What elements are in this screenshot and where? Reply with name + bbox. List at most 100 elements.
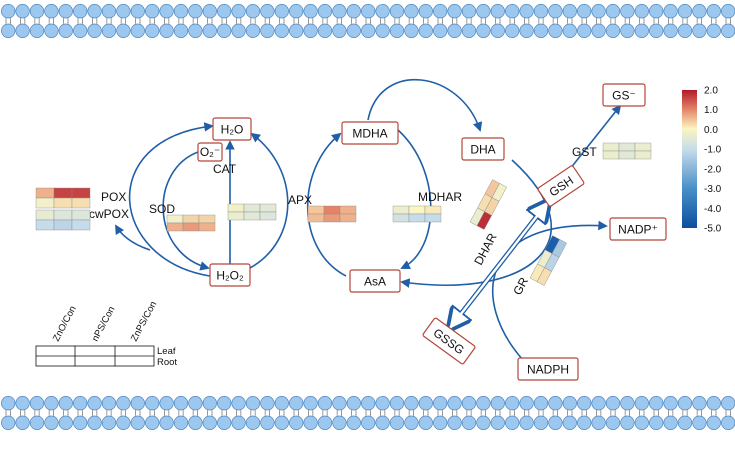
enzyme-label-cat: CAT: [213, 162, 237, 176]
apx-arrow-left: [249, 132, 289, 269]
enzyme-label-pox: POX: [101, 190, 126, 204]
heatmap-cell-mdhar-1-0: [392, 213, 410, 223]
color-scale-tick: 0.0: [704, 125, 718, 136]
enzyme-label-cwpox: cwPOX: [89, 207, 129, 221]
heatmap-cell-cwpox-0-2: [71, 209, 91, 221]
heatmap-cwpox: [35, 209, 91, 231]
heatmap-cell-apx-1-2: [339, 213, 357, 223]
membrane-bottom: [1, 396, 735, 430]
enzyme-label-dhar: DHAR: [471, 231, 499, 268]
heatmap-cell-cat-1-2: [259, 211, 277, 221]
cwpox-arrow: [115, 224, 151, 251]
color-scale: 2.01.00.0-1.0-2.0-3.0-4.0-5.0: [682, 86, 722, 235]
color-scale-tick: -2.0: [704, 164, 722, 175]
heatmap-cell-gst-0-2: [634, 142, 652, 152]
heatmap-cell-apx-0-0: [307, 205, 325, 215]
heatmap-cell-cat-1-0: [227, 211, 245, 221]
node-gs: GS⁻: [602, 83, 646, 107]
enzyme-label-apx: APX: [288, 193, 312, 207]
node-dha: DHA: [461, 137, 505, 161]
heatmap-cell-apx-1-0: [307, 213, 325, 223]
heatmap-cat: [227, 203, 277, 221]
heatmap-cell-gst-1-2: [634, 150, 652, 160]
node-o2-label: O₂⁻: [200, 145, 220, 159]
heatmap-cell-cat-0-1: [243, 203, 261, 213]
heatmap-mdhar: [392, 205, 442, 223]
heatmap-cell-pox-0-1: [53, 187, 73, 199]
heatmap-cell-apx-0-2: [339, 205, 357, 215]
color-scale-tick: -3.0: [704, 184, 722, 195]
node-nadph: NADPH: [517, 357, 579, 381]
heatmap-cell-mdhar-0-2: [424, 205, 442, 215]
color-scale-tick: -4.0: [704, 204, 722, 215]
enzyme-label-gr: GR: [510, 275, 531, 298]
color-scale-tick: 2.0: [704, 86, 718, 97]
color-scale-bar: [682, 90, 697, 228]
gst-arrow: [565, 104, 622, 175]
heatmap-cell-sod-1-0: [166, 222, 184, 232]
heatmap-cell-sod-1-2: [198, 222, 216, 232]
heatmap-cell-cwpox-1-1: [53, 219, 73, 231]
membrane-top: [1, 4, 735, 38]
heatmap-cell-gst-0-1: [618, 142, 636, 152]
heatmap-cell-cat-1-1: [243, 211, 261, 221]
heatmap-cell-cwpox-0-1: [53, 209, 73, 221]
legend-row-leaf: Leaf: [157, 346, 176, 357]
heatmap-cell-sod-0-2: [198, 214, 216, 224]
node-o2: O₂⁻: [197, 142, 223, 162]
node-h2o2-label: H₂O₂: [216, 269, 244, 283]
heatmap-cell-pox-0-0: [35, 187, 55, 199]
pox-arrow: [128, 122, 214, 277]
heatmap-cell-sod-1-1: [182, 222, 200, 232]
heatmap-dhar: [469, 179, 507, 230]
heatmap-cell-mdhar-1-2: [424, 213, 442, 223]
heatmap-cell-gst-1-1: [618, 150, 636, 160]
heatmap-cell-mdhar-0-0: [392, 205, 410, 215]
heatmap-cell-cwpox-1-2: [71, 219, 91, 231]
gsh-gssg-exchange-arrow: [450, 202, 548, 328]
heatmap-cell-dhar-1-2: [491, 183, 507, 202]
heatmap-cell-sod-0-1: [182, 214, 200, 224]
sod-arrow: [162, 151, 210, 271]
node-h2o2: H₂O₂: [209, 263, 251, 287]
heatmap-cell-cwpox-0-0: [35, 209, 55, 221]
heatmap-cell-cat-0-0: [227, 203, 245, 213]
color-scale-tick: -1.0: [704, 145, 722, 156]
node-dha-label: DHA: [470, 143, 495, 157]
heatmap-cell-cat-0-2: [259, 203, 277, 213]
node-nadp: NADP⁺: [609, 217, 667, 241]
heatmap-cell-gst-1-0: [602, 150, 620, 160]
node-h2o: H₂O: [212, 117, 252, 141]
heatmap-cell-pox-0-2: [71, 187, 91, 199]
heatmap-cell-pox-1-1: [53, 197, 73, 209]
legend-row-root: Root: [157, 357, 177, 368]
legend-column-znps: ZnPS/Con: [129, 300, 159, 344]
heatmap-cell-pox-1-0: [35, 197, 55, 209]
heatmap-cell-apx-0-1: [323, 205, 341, 215]
heatmap-gst: [602, 142, 652, 160]
heatmap-cell-pox-1-2: [71, 197, 91, 209]
node-nadp-label: NADP⁺: [618, 223, 658, 237]
node-nadph-label: NADPH: [527, 363, 569, 377]
enzyme-label-gst: GST: [572, 145, 597, 159]
heatmap-cell-cwpox-1-0: [35, 219, 55, 231]
legend-column-nps: nPS/Con: [90, 305, 118, 344]
node-gs-label: GS⁻: [612, 89, 636, 103]
heatmap-sod: [166, 214, 216, 232]
enzyme-label-sod: SOD: [149, 202, 175, 216]
node-asa-label: AsA: [364, 275, 386, 289]
node-mdha-label: MDHA: [352, 127, 387, 141]
heatmap-cell-gr-1-2: [551, 239, 567, 258]
node-h2o-label: H₂O: [221, 123, 244, 137]
heatmap-cell-mdhar-1-1: [408, 213, 426, 223]
enzyme-label-mdhar: MDHAR: [418, 190, 462, 204]
heatmap-pox: [35, 187, 91, 209]
heatmap-gr: [529, 235, 567, 286]
heatmap-cell-gst-0-0: [602, 142, 620, 152]
node-gssg: GSSG: [422, 317, 476, 365]
heatmap-cell-apx-1-1: [323, 213, 341, 223]
heatmap-cell-sod-0-0: [166, 214, 184, 224]
heatmap-cell-mdhar-0-1: [408, 205, 426, 215]
heatmap-apx: [307, 205, 357, 223]
